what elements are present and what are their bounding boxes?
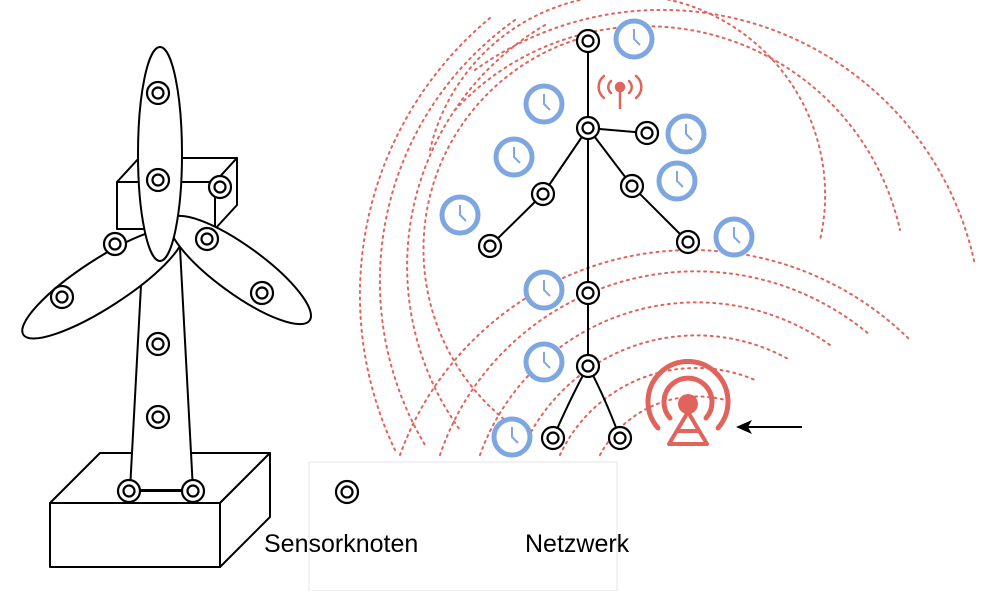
clock-icon — [494, 419, 530, 455]
clock-icon — [442, 197, 478, 233]
sensor-node-icon — [49, 284, 75, 310]
sensor-node-icon — [180, 478, 206, 504]
sensor-node-icon — [116, 478, 142, 504]
radio-waves — [358, 0, 976, 456]
upper-wave — [378, 19, 516, 446]
sensor-node-icon — [619, 173, 645, 199]
clock-icon — [526, 344, 562, 380]
sensor-node-icon — [145, 404, 171, 430]
arrow-icon — [736, 420, 802, 434]
lower-wave — [399, 249, 911, 456]
sensor-node-icon — [530, 181, 556, 207]
sensor-node-icon — [145, 331, 171, 357]
sensor-node-icon — [145, 167, 171, 193]
lower-wave — [519, 334, 791, 456]
sensor-node-icon — [575, 115, 601, 141]
legend: Sensorknoten Netzwerk — [264, 461, 630, 591]
upper-wave — [422, 39, 576, 421]
sensor-node-icon — [145, 80, 171, 106]
sensor-node-icon — [102, 231, 128, 257]
clock-icon — [659, 163, 695, 199]
legend-network-label: Netzwerk — [525, 530, 630, 558]
sensor-node-icon — [607, 425, 633, 451]
sensor-node-icon — [634, 120, 660, 146]
upper-wave — [429, 0, 827, 241]
broadcast-tower-icon — [645, 359, 731, 446]
antenna-icon — [597, 74, 643, 110]
turbine-sensors — [49, 80, 275, 504]
clock-icon — [716, 219, 752, 255]
sensor-node-icon — [675, 229, 701, 255]
lower-wave — [439, 270, 871, 456]
upper-wave — [474, 8, 976, 266]
sensor-node-icon — [477, 233, 503, 259]
clock-icon — [668, 116, 704, 152]
sensor-node-icon — [575, 353, 601, 379]
clock-icon — [616, 21, 652, 57]
sensor-node-icon — [334, 479, 360, 505]
turbine-blade-top — [137, 46, 183, 262]
clock-icon — [496, 139, 532, 175]
sensor-node-icon — [249, 280, 275, 306]
upper-wave — [454, 25, 901, 231]
upper-waves — [358, 0, 976, 451]
lower-wave — [559, 366, 756, 456]
clock-icon — [526, 86, 562, 122]
sensor-node-icon — [194, 226, 220, 252]
sensor-node-icon — [540, 425, 566, 451]
legend-sensor-label: Sensorknoten — [264, 530, 418, 558]
upper-wave — [406, 24, 546, 431]
sensor-node-icon — [575, 280, 601, 306]
sensor-node-icon — [575, 28, 601, 54]
clock-icon — [526, 272, 562, 308]
legend-box — [308, 461, 618, 591]
sensor-node-icon — [207, 174, 233, 200]
